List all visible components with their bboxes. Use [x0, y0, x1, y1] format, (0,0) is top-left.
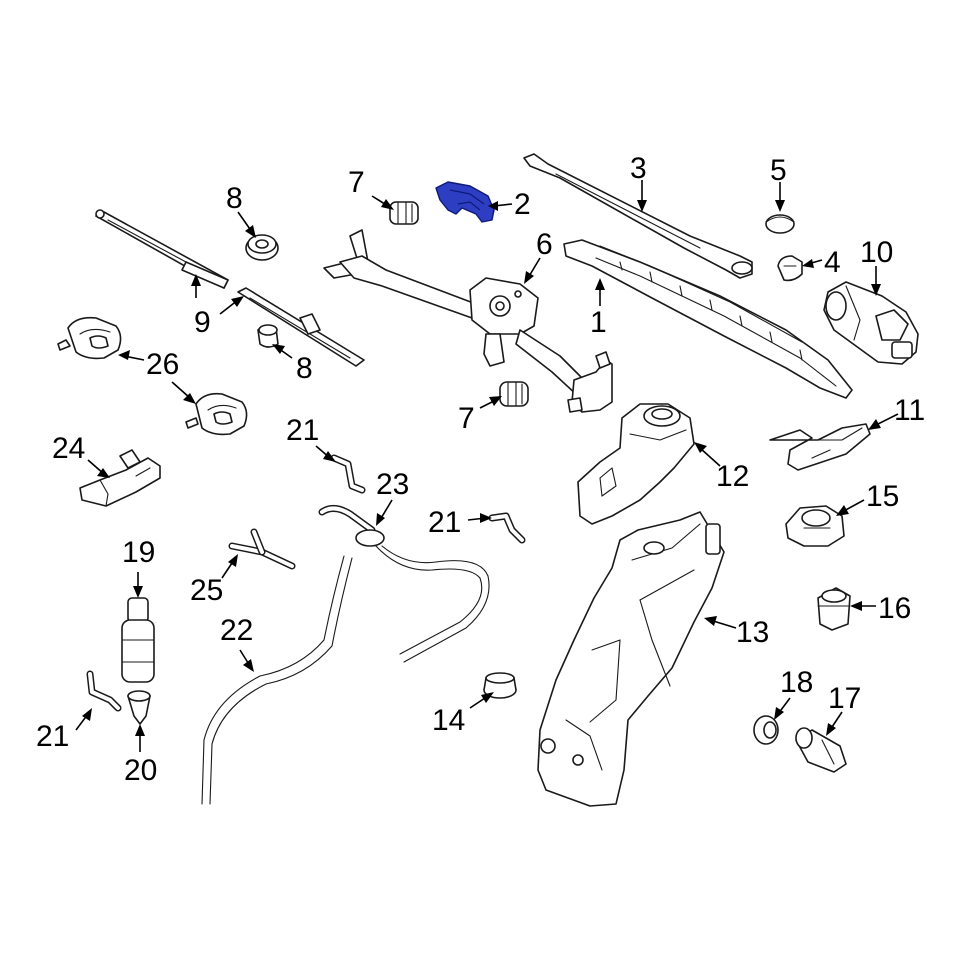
- part-15-pump-mount[interactable]: [785, 505, 845, 547]
- callout-4: 4: [824, 246, 841, 279]
- part-7-grommet-upper[interactable]: [389, 201, 419, 225]
- callout-7-upper: 7: [348, 166, 365, 199]
- part-26-washer-nozzle-lower[interactable]: [185, 392, 248, 436]
- part-21-elbow-upper[interactable]: [330, 454, 366, 494]
- callout-3: 3: [630, 152, 647, 185]
- part-25-y-connector[interactable]: [228, 528, 296, 570]
- part-21-elbow-lower[interactable]: [86, 670, 122, 712]
- callout-7-lower: 7: [458, 402, 475, 435]
- part-16-sensor[interactable]: [817, 587, 851, 631]
- part-22-washer-hose[interactable]: [201, 555, 353, 805]
- callout-14: 14: [432, 704, 465, 737]
- callout-26: 26: [146, 348, 179, 381]
- part-2-highlighted-bracket[interactable]: [435, 181, 495, 223]
- callout-6: 6: [536, 228, 553, 261]
- part-11-bracket[interactable]: [769, 423, 871, 471]
- part-9-wiper-arm-left[interactable]: [95, 209, 229, 289]
- part-13-reservoir-main[interactable]: [537, 511, 725, 807]
- callout-25: 25: [190, 574, 223, 607]
- callout-22: 22: [220, 614, 253, 647]
- callout-8-lower: 8: [296, 352, 313, 385]
- callout-10: 10: [860, 236, 893, 269]
- callout-21-lower-left: 21: [36, 720, 69, 753]
- callout-18: 18: [780, 666, 813, 699]
- part-8-bushing-upper[interactable]: [245, 234, 279, 261]
- part-4-nut[interactable]: [777, 255, 803, 282]
- part-14-grommet[interactable]: [483, 672, 517, 699]
- callout-13: 13: [736, 616, 769, 649]
- part-18-grommet[interactable]: [753, 715, 779, 745]
- part-9-wiper-arm-second[interactable]: [237, 287, 365, 367]
- callout-12: 12: [716, 460, 749, 493]
- callout-23: 23: [376, 468, 409, 501]
- callout-21-middle: 21: [428, 506, 461, 539]
- callout-16: 16: [878, 592, 911, 625]
- callout-9: 9: [194, 306, 211, 339]
- part-17-level-sensor[interactable]: [795, 727, 847, 773]
- part-19-washer-pump[interactable]: [121, 597, 155, 683]
- part-6-wiper-linkage[interactable]: [323, 229, 613, 413]
- part-5-cap[interactable]: [765, 214, 795, 234]
- part-23-check-valve[interactable]: [318, 505, 490, 663]
- part-12-reservoir-upper[interactable]: [577, 403, 695, 525]
- part-20-pump-seal[interactable]: [127, 690, 151, 725]
- callout-8-upper: 8: [226, 182, 243, 215]
- callout-5: 5: [770, 154, 787, 187]
- callout-19: 19: [122, 536, 155, 569]
- part-1-wiper-blade[interactable]: [563, 239, 853, 399]
- callout-2: 2: [514, 188, 531, 221]
- callout-1: 1: [590, 306, 607, 339]
- callout-leaders: [75, 180, 899, 752]
- callout-labels: 1 2 3 4 5 6 7 7 8 8 9 10 11 12 13 14 15 …: [36, 152, 925, 787]
- callout-20: 20: [124, 754, 157, 787]
- callout-15: 15: [866, 480, 899, 513]
- part-24-bracket[interactable]: [79, 449, 161, 507]
- part-26-washer-nozzle-upper[interactable]: [57, 316, 122, 360]
- part-7-grommet-lower[interactable]: [499, 381, 529, 407]
- callout-17: 17: [828, 682, 861, 715]
- part-21-elbow-middle[interactable]: [488, 512, 526, 544]
- callout-24: 24: [52, 432, 85, 465]
- callout-11: 11: [894, 394, 925, 427]
- part-8-grommet-lower[interactable]: [257, 324, 279, 348]
- part-3-wiper-arm-right[interactable]: [523, 153, 753, 279]
- callout-21-upper: 21: [286, 414, 319, 447]
- part-10-wiper-motor[interactable]: [823, 281, 919, 365]
